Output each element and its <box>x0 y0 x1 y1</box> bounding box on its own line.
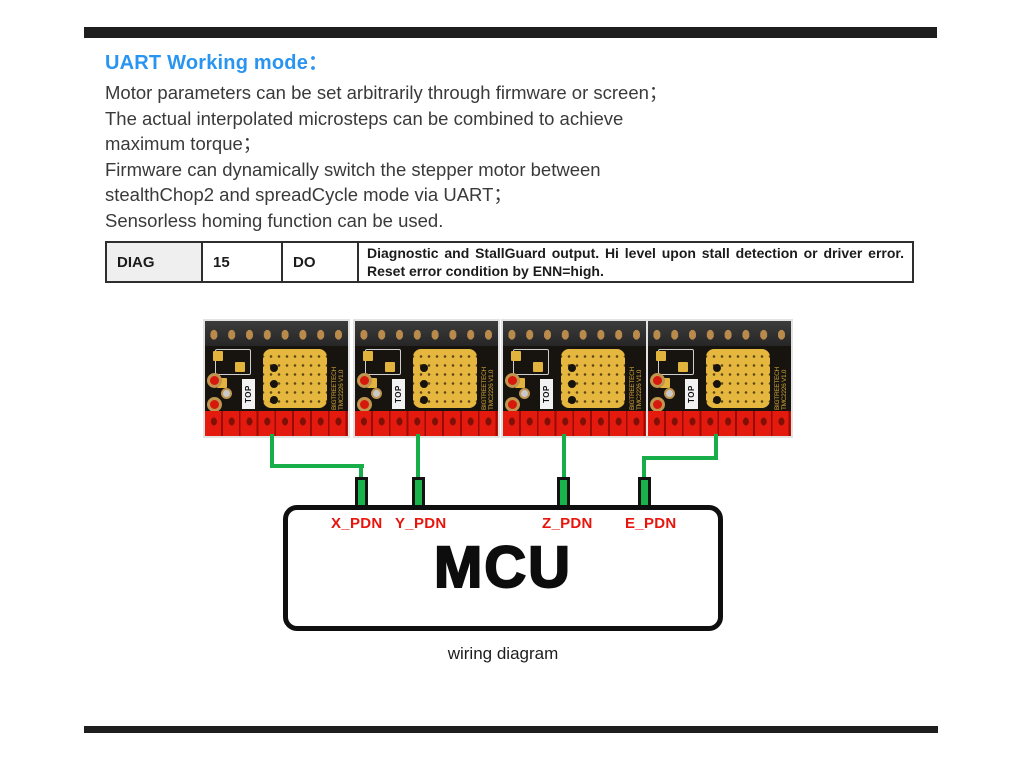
module-screw-pad-icon <box>207 373 222 388</box>
wire-x-segment <box>270 434 274 468</box>
module-pad-icon <box>533 362 543 372</box>
module-pad-icon <box>678 362 688 372</box>
wire-e-segment <box>642 456 646 480</box>
module-component-outline-icon <box>513 349 549 375</box>
pin-label-e-pdn: E_PDN <box>625 515 677 532</box>
wire-e-segment <box>714 434 718 460</box>
mcu-connector-pin-x-icon <box>355 477 368 508</box>
wire-z-segment <box>562 434 566 480</box>
module-pad-icon <box>515 378 525 388</box>
module-heatsink-pad-icon <box>263 349 327 408</box>
body-line: Motor parameters can be set arbitrarily … <box>105 82 668 103</box>
module-pcb: TOP BIGTREETECH TMC2226 V1.0 <box>503 346 646 412</box>
module-via-icon <box>221 388 232 399</box>
module-part-number: BIGTREETECH TMC2226 V1.0 <box>629 367 643 410</box>
module-screw-pad-icon <box>505 373 520 388</box>
module-header-pins-icon <box>205 321 348 346</box>
table-cell-pin-type: DO <box>283 243 359 281</box>
mcu-connector-pin-z-icon <box>557 477 570 508</box>
module-header-pins-icon <box>648 321 791 346</box>
mcu-box: X_PDN Y_PDN Z_PDN E_PDN MCU <box>283 505 723 631</box>
top-divider-bar <box>84 27 937 38</box>
table-cell-pin-name: DIAG <box>107 243 203 281</box>
wire-e-segment <box>642 456 718 460</box>
pin-spec-table-row: DIAG 15 DO Diagnostic and StallGuard out… <box>105 241 914 283</box>
driver-module-z: TOP BIGTREETECH TMC2226 V1.0 <box>503 321 646 436</box>
module-top-label: TOP <box>540 379 553 409</box>
module-header-pins-icon <box>503 321 646 346</box>
bottom-divider-bar <box>84 726 938 733</box>
body-line: maximum torque； <box>105 133 262 155</box>
module-pad-icon <box>656 351 666 361</box>
module-part-number: BIGTREETECH TMC2226 V1.0 <box>774 367 788 410</box>
module-part-number: BIGTREETECH TMC2226 V1.0 <box>331 367 345 410</box>
module-top-label: TOP <box>392 379 405 409</box>
wire-x-segment <box>270 464 364 468</box>
pin-label-y-pdn: Y_PDN <box>395 515 447 532</box>
module-component-outline-icon <box>215 349 251 375</box>
module-header-pins-icon <box>355 321 498 346</box>
body-paragraph: Motor parameters can be set arbitrarily … <box>105 80 765 234</box>
module-pad-icon <box>660 378 670 388</box>
module-footer-pins-icon <box>503 411 646 436</box>
driver-module-x: TOP BIGTREETECH TMC2226 V1.0 <box>205 321 348 436</box>
module-pad-icon <box>213 351 223 361</box>
mcu-connector-pin-e-icon <box>638 477 651 508</box>
module-pcb: TOP BIGTREETECH TMC2226 V1.0 <box>648 346 791 412</box>
mcu-label: MCU <box>433 534 573 601</box>
module-pcb: TOP BIGTREETECH TMC2226 V1.0 <box>355 346 498 412</box>
pin-label-z-pdn: Z_PDN <box>542 515 593 532</box>
module-screw-pad-icon <box>650 397 665 412</box>
module-screw-pad-icon <box>357 373 372 388</box>
module-via-icon <box>519 388 530 399</box>
module-pad-icon <box>235 362 245 372</box>
module-top-label: TOP <box>685 379 698 409</box>
pin-description-text: Diagnostic and StallGuard output. Hi lev… <box>367 245 904 279</box>
body-line: The actual interpolated microsteps can b… <box>105 107 624 129</box>
module-screw-pad-icon <box>650 373 665 388</box>
table-cell-description: Diagnostic and StallGuard output. Hi lev… <box>359 243 912 281</box>
module-pad-icon <box>363 351 373 361</box>
module-component-outline-icon <box>658 349 694 375</box>
module-pad-icon <box>217 378 227 388</box>
module-screw-pad-icon <box>505 397 520 412</box>
body-line: Sensorless homing function can be used. <box>105 209 444 231</box>
wire-y-segment <box>416 434 420 480</box>
driver-module-e: TOP BIGTREETECH TMC2226 V1.0 <box>648 321 791 436</box>
module-footer-pins-icon <box>205 411 348 436</box>
module-screw-pad-icon <box>357 397 372 412</box>
module-pad-icon <box>511 351 521 361</box>
body-line: stealthChop2 and spreadCycle mode via UA… <box>105 184 512 206</box>
module-heatsink-pad-icon <box>706 349 770 408</box>
table-cell-pin-number: 15 <box>203 243 283 281</box>
module-footer-pins-icon <box>648 411 791 436</box>
module-heatsink-pad-icon <box>413 349 477 408</box>
wire-x-segment <box>359 464 363 480</box>
module-pad-icon <box>367 378 377 388</box>
module-via-icon <box>664 388 675 399</box>
module-screw-pad-icon <box>207 397 222 412</box>
module-top-label: TOP <box>242 379 255 409</box>
body-line: Firmware can dynamically switch the step… <box>105 158 601 180</box>
module-pcb: TOP BIGTREETECH TMC2226 V1.0 <box>205 346 348 412</box>
module-pad-icon <box>385 362 395 372</box>
pin-label-x-pdn: X_PDN <box>331 515 383 532</box>
diagram-caption: wiring diagram <box>447 644 559 663</box>
module-heatsink-pad-icon <box>561 349 625 408</box>
driver-module-y: TOP BIGTREETECH TMC2226 V1.0 <box>355 321 498 436</box>
module-footer-pins-icon <box>355 411 498 436</box>
module-via-icon <box>371 388 382 399</box>
mcu-connector-pin-y-icon <box>412 477 425 508</box>
page-title: UART Working mode： <box>105 52 329 74</box>
module-part-number: BIGTREETECH TMC2226 V1.0 <box>481 367 495 410</box>
module-component-outline-icon <box>365 349 401 375</box>
